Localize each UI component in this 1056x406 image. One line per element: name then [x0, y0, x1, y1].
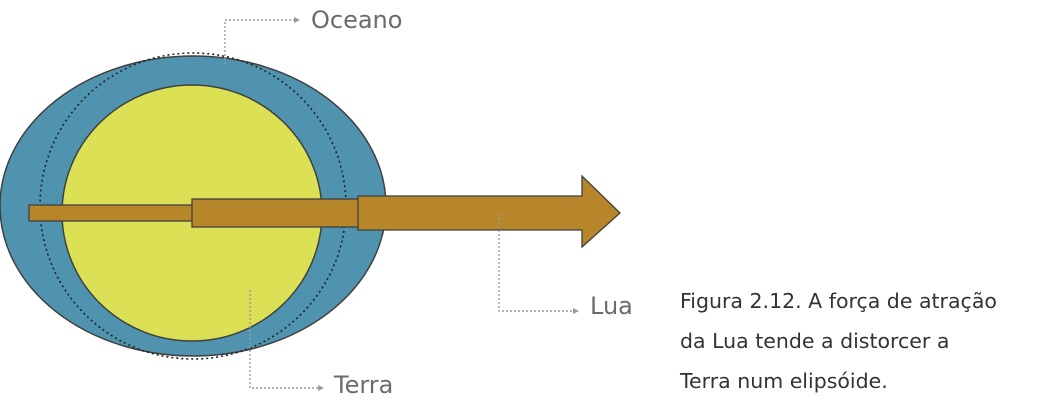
lua-leader-line: [498, 214, 573, 312]
caption-line-3: Terra num elipsóide.: [680, 369, 888, 393]
force-arrow-segment-2: [191, 198, 360, 228]
oceano-leader-arrowhead: [294, 17, 300, 23]
oceano-label: Oceano: [311, 6, 403, 34]
figure-caption: Figura 2.12. A força de atração da Lua t…: [680, 281, 1056, 401]
caption-line-1: Figura 2.12. A força de atração: [680, 289, 997, 313]
terra-leader-line: [249, 290, 318, 389]
terra-label: Terra: [334, 371, 394, 399]
force-arrow-segment-1: [28, 204, 194, 222]
terra-leader-arrowhead: [318, 385, 324, 391]
force-arrow-head: [357, 174, 621, 249]
caption-line-2: da Lua tende a distorcer a: [680, 329, 950, 353]
oceano-leader-line: [224, 19, 294, 64]
lua-label: Lua: [590, 292, 633, 320]
lua-leader-arrowhead: [573, 308, 579, 314]
